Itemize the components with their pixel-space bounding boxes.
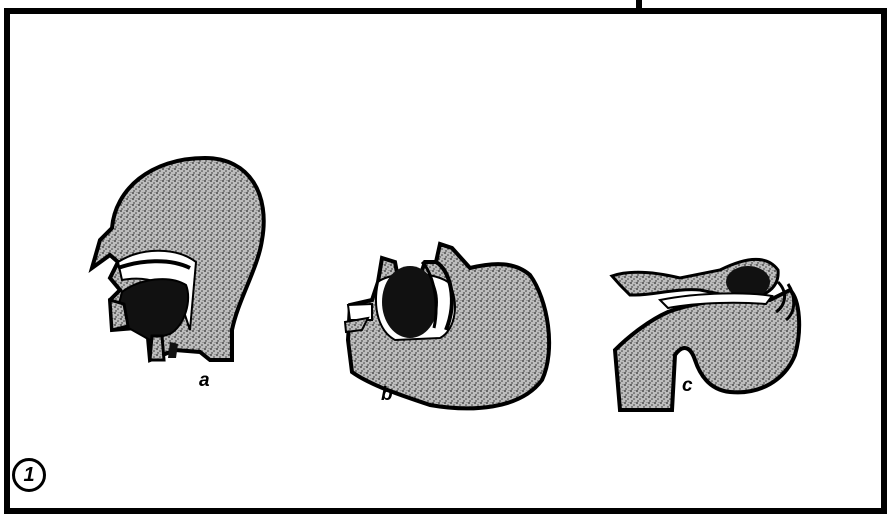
- panel-label-c: c: [682, 376, 693, 395]
- figure-number: 1: [23, 464, 34, 487]
- figure-number-badge: 1: [12, 458, 46, 492]
- panel-label-a: a: [199, 371, 210, 390]
- panel-label-b: b: [381, 385, 393, 404]
- panel-a-head-illustration: [92, 158, 264, 360]
- panel-c-animal-illustration: [612, 259, 799, 410]
- panel-b-skull-illustration: [345, 244, 549, 408]
